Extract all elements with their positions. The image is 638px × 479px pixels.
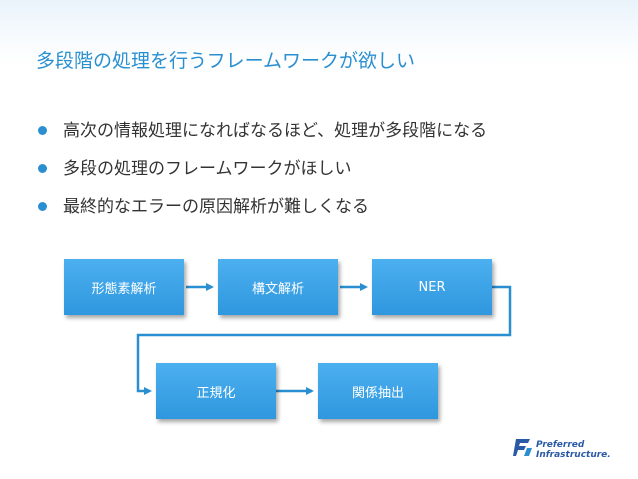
flow-box-syntax-analysis: 構文解析: [218, 259, 338, 315]
arrow-3: [136, 285, 512, 395]
bullet-text: 多段の処理のフレームワークがほしい: [63, 159, 352, 179]
slide-title: 多段階の処理を行うフレームワークが欲しい: [36, 50, 416, 72]
bullet-dot-icon: [38, 164, 47, 173]
preferred-infrastructure-logo-icon: [513, 439, 532, 456]
flow-box-relation-extraction: 関係抽出: [318, 363, 438, 419]
company-logo-text: Preferred Infrastructure.: [536, 440, 611, 460]
flow-box-normalization: 正規化: [156, 363, 276, 419]
bullet-list: 高次の情報処理になればなるほど、処理が多段階になる 多段の処理のフレームワークが…: [38, 118, 487, 232]
flow-box-ner: NER: [372, 259, 492, 315]
bullet-item: 高次の情報処理になればなるほど、処理が多段階になる: [38, 118, 487, 156]
bullet-item: 多段の処理のフレームワークがほしい: [38, 156, 487, 194]
logo-line-1: Preferred: [536, 440, 585, 450]
bullet-text: 最終的なエラーの原因解析が難しくなる: [63, 197, 369, 217]
bullet-text: 高次の情報処理になればなるほど、処理が多段階になる: [63, 121, 488, 141]
flow-box-morphological-analysis: 形態素解析: [64, 259, 184, 315]
logo-line-2: Infrastructure.: [536, 450, 611, 460]
bullet-dot-icon: [38, 126, 47, 135]
bullet-item: 最終的なエラーの原因解析が難しくなる: [38, 194, 487, 232]
bullet-dot-icon: [38, 202, 47, 211]
